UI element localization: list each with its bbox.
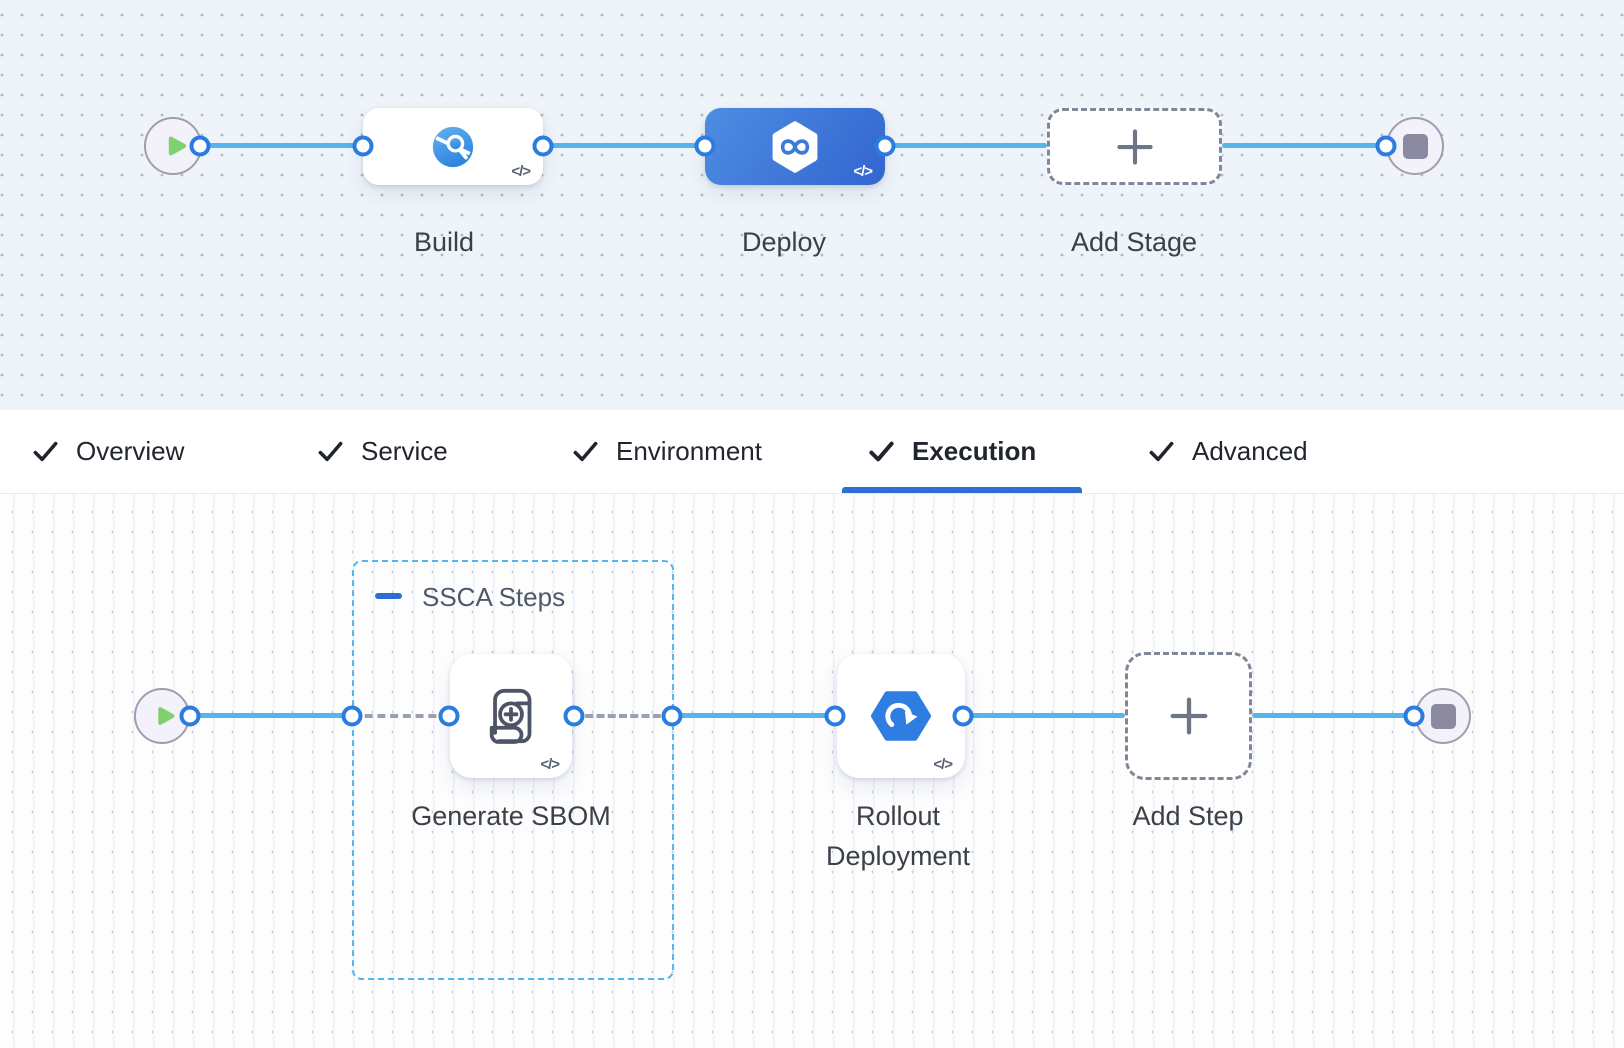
- cd-deploy-icon: [767, 119, 823, 175]
- stage-tab-bar: [0, 410, 1624, 494]
- edge-group-sbom: [352, 714, 449, 718]
- connector-port[interactable]: [1403, 705, 1425, 727]
- edge-sbom-groupedge: [574, 714, 672, 718]
- collapse-minus-icon[interactable]: [375, 593, 402, 599]
- edge-rollout-addstep: [963, 713, 1125, 718]
- active-tab-underline: [842, 487, 1082, 493]
- ci-build-icon: [429, 123, 477, 171]
- connector-port[interactable]: [661, 705, 683, 727]
- connector-port[interactable]: [341, 705, 363, 727]
- tab-environment[interactable]: Environment: [572, 410, 762, 493]
- connector-port[interactable]: [952, 705, 974, 727]
- tab-label: Overview: [76, 436, 185, 466]
- connector-port[interactable]: [532, 135, 554, 157]
- connector-port[interactable]: [438, 705, 460, 727]
- stage-node-build[interactable]: </>: [363, 108, 543, 185]
- edge-addstep-end: [1252, 713, 1414, 718]
- edge-group-rollout: [672, 713, 837, 718]
- connector-port[interactable]: [352, 135, 374, 157]
- code-icon: </>: [933, 756, 953, 773]
- tab-label: Service: [361, 436, 448, 466]
- tab-execution[interactable]: Execution: [868, 410, 1036, 493]
- check-icon: [572, 438, 599, 465]
- stage-canvas: [0, 0, 1624, 410]
- step-label: Rollout Deployment: [825, 801, 971, 871]
- connector-port[interactable]: [694, 135, 716, 157]
- add-stage-button[interactable]: [1047, 108, 1222, 185]
- connector-port[interactable]: [189, 135, 211, 157]
- step-label: Generate SBOM: [411, 801, 611, 831]
- add-step-button[interactable]: [1125, 652, 1252, 780]
- step-group-label: SSCA Steps: [422, 582, 566, 612]
- play-icon: [160, 130, 192, 162]
- stop-icon: [1430, 703, 1456, 729]
- rollout-icon: [868, 687, 934, 745]
- code-icon: </>: [853, 163, 873, 180]
- tab-label: Execution: [912, 436, 1037, 466]
- tab-overview[interactable]: Overview: [32, 410, 184, 493]
- stage-label: Deploy: [741, 227, 827, 257]
- play-icon: [150, 701, 180, 731]
- plus-icon: [1166, 693, 1212, 739]
- tab-label: Advanced: [1192, 436, 1308, 466]
- tab-service[interactable]: Service: [317, 410, 448, 493]
- step-label: Add Step: [1132, 801, 1244, 831]
- connector-port[interactable]: [1375, 135, 1397, 157]
- check-icon: [1148, 438, 1175, 465]
- plus-icon: [1113, 125, 1157, 169]
- check-icon: [32, 438, 59, 465]
- code-icon: </>: [511, 163, 531, 180]
- tab-advanced[interactable]: Advanced: [1148, 410, 1308, 493]
- edge-build-deploy: [543, 143, 705, 148]
- step-node-rollout-deployment[interactable]: </>: [837, 654, 965, 778]
- stage-label: Add Stage: [1070, 227, 1198, 257]
- stop-icon: [1402, 133, 1428, 159]
- sbom-scroll-icon: [469, 674, 553, 758]
- edge-start-build: [200, 143, 363, 148]
- tab-label: Environment: [616, 436, 762, 466]
- stage-node-deploy[interactable]: </>: [705, 108, 885, 185]
- edge-deploy-addstage: [885, 143, 1047, 148]
- check-icon: [317, 438, 344, 465]
- connector-port[interactable]: [563, 705, 585, 727]
- connector-port[interactable]: [179, 705, 201, 727]
- step-node-generate-sbom[interactable]: </>: [450, 654, 572, 778]
- stage-label: Build: [413, 227, 475, 257]
- code-icon: </>: [540, 756, 560, 773]
- check-icon: [868, 438, 895, 465]
- edge-addstage-end: [1222, 143, 1386, 148]
- step-group-ssca: [352, 560, 674, 980]
- connector-port[interactable]: [874, 135, 896, 157]
- connector-port[interactable]: [824, 705, 846, 727]
- execution-canvas: [0, 494, 1624, 1048]
- edge-start-group: [190, 713, 352, 718]
